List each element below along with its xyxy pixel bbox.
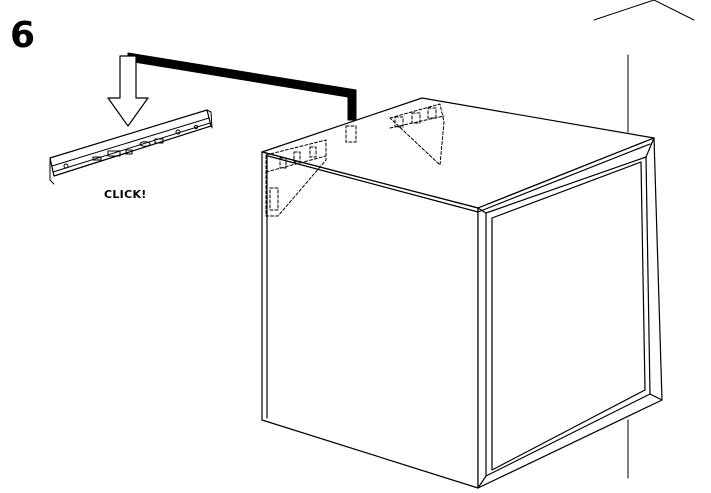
mounting-rail-icon — [49, 109, 213, 185]
step-number: 6 — [10, 15, 36, 56]
wall-line-icon — [593, 0, 695, 479]
hidden-bracket-icon — [265, 103, 445, 217]
callout-connector — [127, 52, 357, 121]
click-label: CLICK! — [104, 188, 147, 201]
down-arrow-icon — [107, 55, 149, 127]
wall-cabinet-icon — [261, 97, 663, 489]
